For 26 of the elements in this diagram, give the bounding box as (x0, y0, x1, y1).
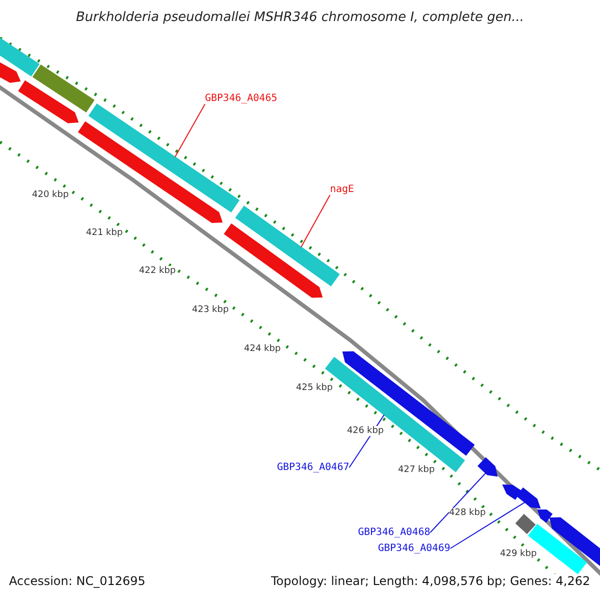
leader-line (174, 104, 206, 158)
leader-line (450, 502, 526, 549)
scale-label: 422 kbp (139, 266, 176, 276)
leader-line (430, 472, 486, 533)
gene-block (235, 206, 340, 286)
gene-label: GBP346_A0467 (277, 462, 350, 473)
gene-label: nagE (330, 184, 354, 195)
scale-label: 425 kbp (296, 383, 333, 393)
gene-block (88, 104, 240, 212)
gene-label: GBP346_A0465 (205, 93, 278, 104)
summary-text: Topology: linear; Length: 4,098,576 bp; Genes: 4,262 (271, 574, 590, 588)
scale-label: 424 kbp (244, 344, 281, 354)
leader-line (300, 194, 330, 248)
scale-label: 420 kbp (32, 190, 69, 200)
gene-label: GBP346_A0468 (358, 527, 430, 538)
accession-text: Accession: NC_012695 (9, 574, 146, 588)
gene-block (478, 457, 498, 477)
gene-label: GBP346_A0469 (378, 543, 450, 554)
scale-label: 428 kbp (449, 508, 486, 518)
gene-block (516, 487, 541, 509)
scale-label: 426 kbp (347, 426, 384, 436)
scale-label: 427 kbp (398, 465, 435, 475)
scale-label: 423 kbp (192, 305, 229, 315)
scale-label: 421 kbp (86, 228, 123, 238)
diagram-title: Burkholderia pseudomallei MSHR346 chromosome I, complete gen... (74, 10, 526, 25)
scale-label: 429 kbp (500, 549, 537, 559)
